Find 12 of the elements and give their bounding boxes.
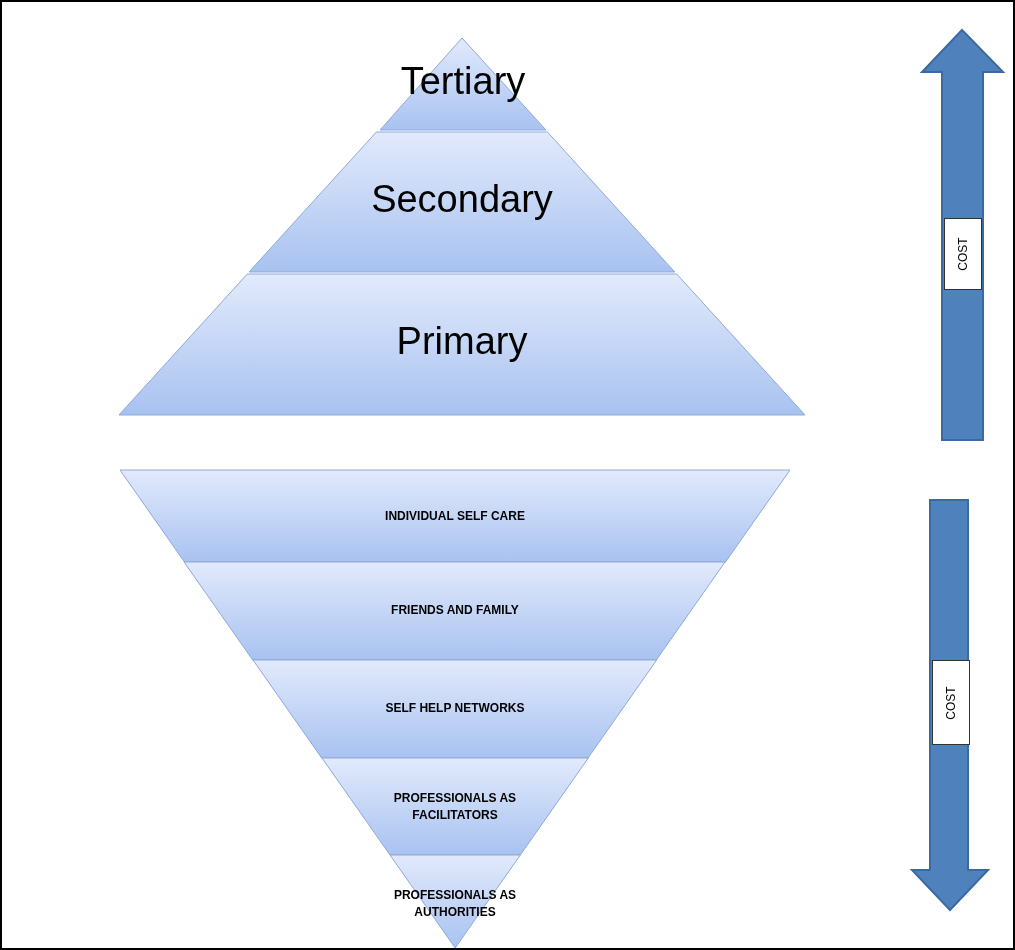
tier-label: Tertiary	[399, 60, 527, 103]
tier-label: FRIENDS AND FAMILY	[390, 602, 520, 619]
tier-label: PROFESSIONALS AS AUTHORITIES	[392, 887, 518, 921]
tier-label: SELF HELP NETWORKS	[384, 700, 526, 717]
label-box	[932, 660, 970, 745]
tier-label: PROFESSIONALS AS FACILITATORS	[392, 790, 518, 824]
arrow-label: COST	[956, 237, 970, 271]
tier-label: Primary	[395, 320, 529, 363]
tier-label: Secondary	[370, 178, 554, 221]
arrow-label: COST	[944, 685, 958, 720]
tier-label: INDIVIDUAL SELF CARE	[384, 508, 526, 525]
label-box	[944, 218, 982, 290]
